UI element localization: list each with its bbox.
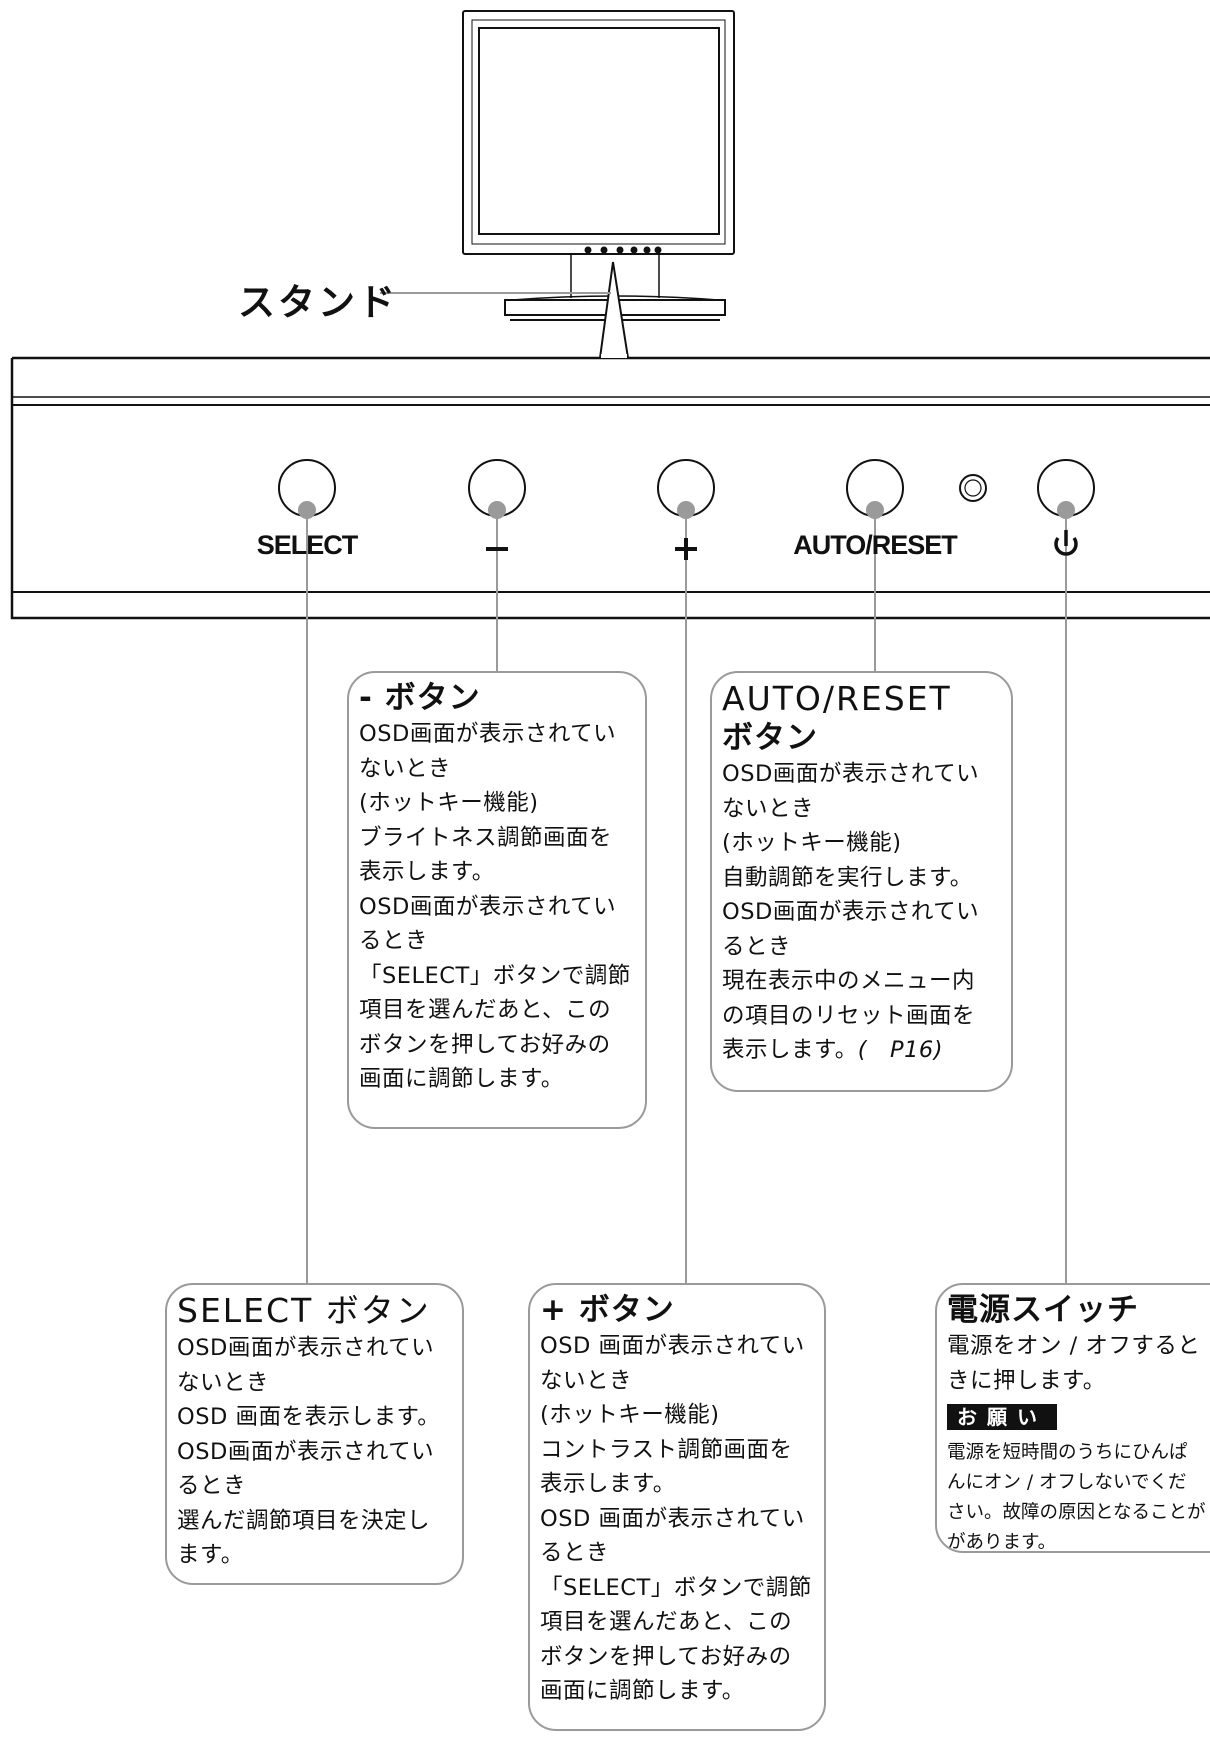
callout-line: (ホットキー機能) <box>722 830 902 856</box>
auto-reset-button-label: AUTO/RESET <box>793 530 958 560</box>
select-button-callout: SELECT ボタン OSD画面が表示されてい ないとき OSD 画面を表示しま… <box>165 1283 464 1585</box>
callout-line: OSD画面が表示されてい <box>722 899 980 925</box>
monitor-outer <box>462 10 735 255</box>
monitor-inner <box>471 19 726 245</box>
callout-line: ないとき <box>540 1367 633 1394</box>
callout-line: 項目を選んだあと、この <box>540 1609 793 1635</box>
callout-line: ボタンを押してお好みの <box>540 1643 792 1670</box>
callout-title: - ボタン <box>359 680 481 716</box>
power-icon <box>1054 536 1078 556</box>
callout-line: 画面に調節します。 <box>540 1678 745 1704</box>
callout-line: OSD画面が表示されてい <box>177 1335 435 1361</box>
stand-label: スタンド <box>238 281 398 324</box>
callout-line: OSD画面が表示されてい <box>359 893 617 920</box>
callout-title: AUTO/RESET <box>722 679 952 718</box>
monitor-screen <box>478 27 720 235</box>
callout-line: 「SELECT」ボタンで調節 <box>359 962 631 989</box>
callout-line: OSD画面が表示されてい <box>722 761 980 787</box>
callout-line: 現在表示中のメニュー内 <box>722 968 976 994</box>
callout-line: ないとき <box>359 755 452 782</box>
callout-line: OSD画面が表示されてい <box>359 721 617 747</box>
notice-line: んにオン / オフしないでくだ <box>947 1472 1187 1493</box>
power-switch-callout: 電源スイッチ 電源をオン / オフすると きに押します。 お願い 電源を短時間の… <box>935 1283 1210 1553</box>
callout-line: 電源をオン / オフすると <box>947 1333 1201 1359</box>
callout-line: の項目のリセット画面を <box>722 1002 976 1029</box>
callout-line: るとき <box>177 1473 247 1499</box>
page-reference: ( P16) <box>857 1037 944 1063</box>
select-button-label: SELECT <box>256 530 359 560</box>
callout-line: 表示します。( P16) <box>722 1033 1001 1068</box>
callout-line: るとき <box>722 933 792 960</box>
callout-line: ブライトネス調節画面を <box>359 824 613 851</box>
callout-last-line: 表示します。 <box>722 1037 858 1063</box>
notice-line: さい。故障の原因となることが <box>947 1502 1206 1523</box>
callout-line: 項目を選んだあと、この <box>359 997 612 1023</box>
callout-line: 自動調節を実行します。 <box>722 864 973 891</box>
notice-line: があります。 <box>947 1532 1057 1553</box>
callout-title: SELECT ボタン <box>177 1291 431 1330</box>
callout-line: OSD画面が表示されてい <box>177 1438 435 1465</box>
callout-line: ます。 <box>177 1542 244 1568</box>
callout-line: OSD 画面が表示されてい <box>540 1505 805 1532</box>
minus-button-callout: - ボタン OSD画面が表示されてい ないとき (ホットキー機能) ブライトネス… <box>347 671 647 1129</box>
callout-line: 表示します。 <box>540 1471 676 1497</box>
callout-line: 選んだ調節項目を決定し <box>177 1507 431 1534</box>
callout-line: 画面に調節します。 <box>359 1066 564 1092</box>
callout-line: (ホットキー機能) <box>540 1402 720 1428</box>
callout-line: きに押します。 <box>947 1367 1106 1394</box>
callout-title: + ボタン <box>540 1292 675 1328</box>
notice-badge: お願い <box>947 1404 1057 1430</box>
callout-line: るとき <box>359 928 429 954</box>
callout-line: OSD 画面を表示します。 <box>177 1404 441 1430</box>
callout-line: (ホットキー機能) <box>359 790 539 816</box>
callout-line: るとき <box>540 1540 610 1566</box>
callout-line: ボタンを押してお好みの <box>359 1031 611 1058</box>
power-led <box>959 474 987 502</box>
callout-line: 「SELECT」ボタンで調節 <box>540 1574 812 1601</box>
notice-line: 電源を短時間のうちにひんぱ <box>947 1442 1188 1463</box>
callout-line: OSD 画面が表示されてい <box>540 1333 805 1359</box>
callout-title: 電源スイッチ <box>947 1292 1139 1328</box>
plus-button-callout: + ボタン OSD 画面が表示されてい ないとき (ホットキー機能) コントラス… <box>528 1283 826 1731</box>
callout-line: ないとき <box>722 795 815 822</box>
zoom-pointer <box>599 261 629 359</box>
callout-title-2: ボタン <box>722 720 818 756</box>
auto-reset-button-callout: AUTO/RESET ボタン OSD画面が表示されてい ないとき (ホットキー機… <box>710 671 1013 1092</box>
callout-line: コントラスト調節画面を <box>540 1436 793 1463</box>
callout-line: ないとき <box>177 1369 270 1396</box>
stand-base <box>504 299 726 316</box>
callout-line: 表示します。 <box>359 859 495 885</box>
